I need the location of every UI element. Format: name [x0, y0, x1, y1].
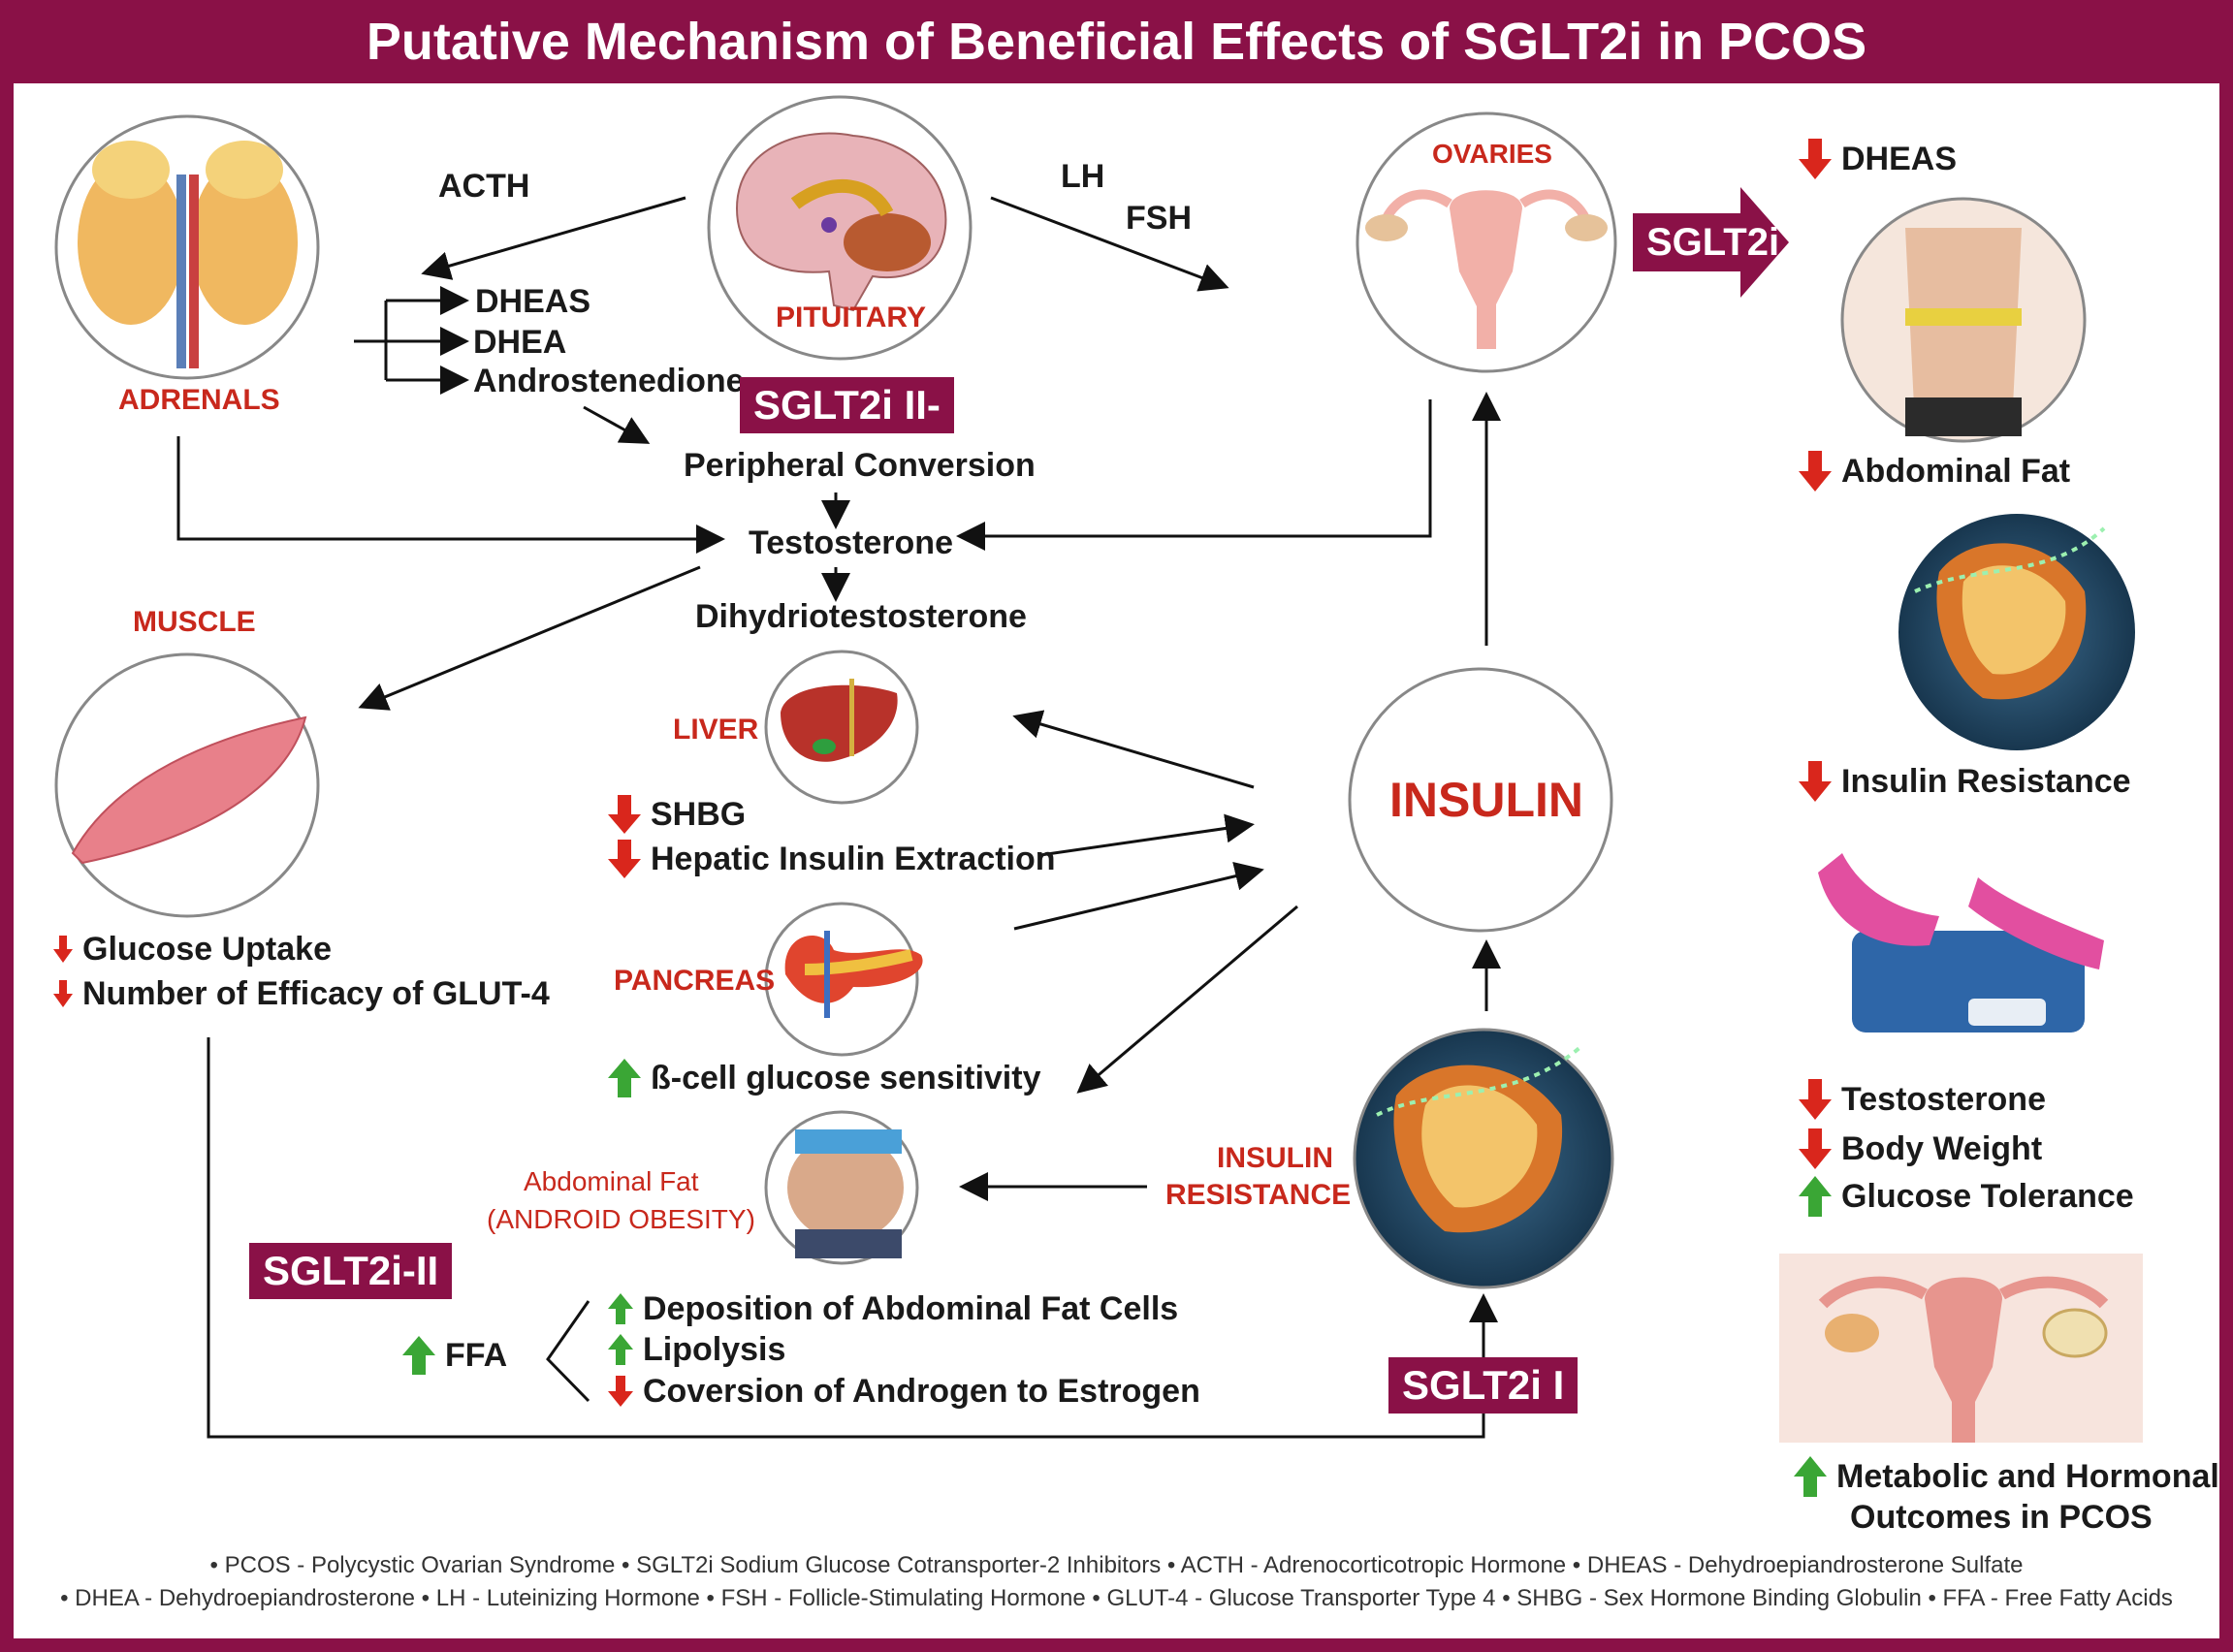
- up-arrow-icon: [608, 1334, 633, 1365]
- down-arrow-icon: [608, 795, 641, 834]
- connectors: [176, 196, 1501, 1439]
- ovaries-circle: [1356, 111, 1617, 373]
- down-arrow-icon: [608, 840, 641, 878]
- insulin-label: INSULIN: [1389, 773, 1583, 827]
- liver-circle: [764, 650, 919, 805]
- insulin-resistance-image: [1898, 514, 2135, 750]
- muscle-effect-1: Glucose Uptake: [53, 933, 332, 966]
- abdominal-fat-circle: [764, 1110, 919, 1265]
- outcome-body-weight-text: Body Weight: [1841, 1130, 2043, 1167]
- adrenals-label: ADRENALS: [118, 384, 280, 416]
- pituitary-circle: [707, 95, 973, 361]
- down-arrow-icon: [1799, 1079, 1832, 1120]
- dheas-label: DHEAS: [475, 283, 591, 320]
- up-arrow-icon: [608, 1059, 641, 1097]
- peripheral-conversion-label: Peripheral Conversion: [684, 447, 1036, 484]
- liver-effect-2-text: Hepatic Insulin Extraction: [651, 841, 1056, 877]
- liver-label: LIVER: [673, 714, 759, 746]
- outcome-abdominal-fat: Abdominal Fat: [1799, 451, 2070, 492]
- ffa-text: FFA: [445, 1337, 508, 1374]
- fsh-label: FSH: [1126, 200, 1192, 237]
- waist-measure-image: [1840, 197, 2087, 443]
- muscle-effect-2-text: Number of Efficacy of GLUT-4: [82, 975, 550, 1012]
- footnote-line-2: • DHEA - Dehydroepiandrosterone • LH - L…: [60, 1585, 2173, 1611]
- down-arrow-icon: [53, 980, 73, 1007]
- scale-image: [1818, 853, 2104, 1032]
- pcos-ovaries-image: [1779, 1254, 2143, 1443]
- testosterone-label: Testosterone: [749, 524, 953, 561]
- ovaries-label: OVARIES: [1432, 139, 1552, 169]
- fat-effect-2-text: Lipolysis: [643, 1331, 786, 1368]
- outcome-final: Metabolic and Hormonal: [1794, 1456, 2219, 1497]
- liver-effect-1: SHBG: [608, 795, 746, 834]
- sglt2i-ii-top-badge: SGLT2i II-: [740, 377, 954, 433]
- sglt2i-arrow-label: SGLT2i: [1646, 221, 1780, 264]
- pancreas-effect-1-text: ß-cell glucose sensitivity: [651, 1060, 1041, 1096]
- outcome-abdominal-fat-text: Abdominal Fat: [1841, 453, 2071, 490]
- outcome-testosterone: Testosterone: [1799, 1079, 2046, 1120]
- outcome-dheas-text: DHEAS: [1841, 141, 1958, 177]
- ffa-item: FFA: [402, 1336, 507, 1375]
- insulin-resistance-label-1: INSULIN: [1217, 1142, 1333, 1174]
- down-arrow-icon: [1799, 139, 1832, 179]
- muscle-circle: [54, 652, 320, 918]
- dhea-label: DHEA: [473, 324, 567, 361]
- down-arrow-icon: [1799, 451, 1832, 492]
- outcome-glucose-tolerance: Glucose Tolerance: [1799, 1176, 2134, 1217]
- muscle-effect-1-text: Glucose Uptake: [82, 931, 332, 968]
- liver-effect-1-text: SHBG: [651, 796, 747, 833]
- down-arrow-icon: [608, 1376, 633, 1407]
- abdominal-fat-label: Abdominal Fat: [524, 1166, 699, 1196]
- up-arrow-icon: [402, 1336, 435, 1375]
- fat-effect-1: Deposition of Abdominal Fat Cells: [608, 1292, 1178, 1325]
- outcome-final-line-1: Metabolic and Hormonal: [1836, 1458, 2219, 1495]
- title-bar: Putative Mechanism of Beneficial Effects…: [0, 0, 2233, 83]
- lh-label: LH: [1061, 158, 1105, 195]
- outcome-insulin-resistance: Insulin Resistance: [1799, 761, 2131, 802]
- page-title: Putative Mechanism of Beneficial Effects…: [366, 13, 1867, 71]
- insulin-circle: [1348, 667, 1613, 933]
- sglt2i-arrow-shape: [1633, 187, 1789, 298]
- adrenals-circle: [54, 114, 320, 380]
- footnotes: • PCOS - Polycystic Ovarian Syndrome • S…: [0, 1549, 2233, 1615]
- pancreas-circle: [764, 902, 923, 1057]
- dihydrotestosterone-label: Dihydriotestosterone: [695, 598, 1027, 635]
- pancreas-label: PANCREAS: [614, 965, 776, 997]
- fat-effect-3-text: Coversion of Androgen to Estrogen: [643, 1373, 1200, 1410]
- outcome-final-line-2: Outcomes in PCOS: [1850, 1499, 2153, 1536]
- muscle-effect-2: Number of Efficacy of GLUT-4: [53, 977, 550, 1010]
- footnote-line-1: • PCOS - Polycystic Ovarian Syndrome • S…: [209, 1552, 2024, 1578]
- android-obesity-label: (ANDROID OBESITY): [487, 1204, 755, 1234]
- outcome-body-weight: Body Weight: [1799, 1128, 2042, 1169]
- outcome-testosterone-text: Testosterone: [1841, 1081, 2046, 1118]
- up-arrow-icon: [1799, 1176, 1832, 1217]
- sglt2i-ii-left-badge: SGLT2i-II: [249, 1243, 453, 1299]
- outcome-glucose-tolerance-text: Glucose Tolerance: [1841, 1178, 2134, 1215]
- muscle-label: MUSCLE: [133, 606, 256, 638]
- sglt2i-i-badge: SGLT2i I: [1388, 1357, 1579, 1414]
- liver-effect-2: Hepatic Insulin Extraction: [608, 840, 1056, 878]
- outcome-dheas: DHEAS: [1799, 139, 1957, 179]
- acth-label: ACTH: [438, 168, 530, 205]
- down-arrow-icon: [53, 936, 73, 963]
- insulin-resistance-label-2: RESISTANCE: [1165, 1179, 1352, 1211]
- pituitary-label: PITUITARY: [776, 302, 926, 334]
- fat-effect-1-text: Deposition of Abdominal Fat Cells: [643, 1290, 1179, 1327]
- fat-effect-3: Coversion of Androgen to Estrogen: [608, 1375, 1200, 1408]
- up-arrow-icon: [1794, 1456, 1827, 1497]
- fat-effect-2: Lipolysis: [608, 1333, 785, 1366]
- outcome-insulin-resistance-text: Insulin Resistance: [1841, 763, 2131, 800]
- up-arrow-icon: [608, 1293, 633, 1324]
- down-arrow-icon: [1799, 761, 1832, 802]
- insulin-resistance-circle: [1353, 1028, 1614, 1289]
- androstenedione-label: Androstenedione: [473, 363, 745, 399]
- pancreas-effect-1: ß-cell glucose sensitivity: [608, 1059, 1040, 1097]
- down-arrow-icon: [1799, 1128, 1832, 1169]
